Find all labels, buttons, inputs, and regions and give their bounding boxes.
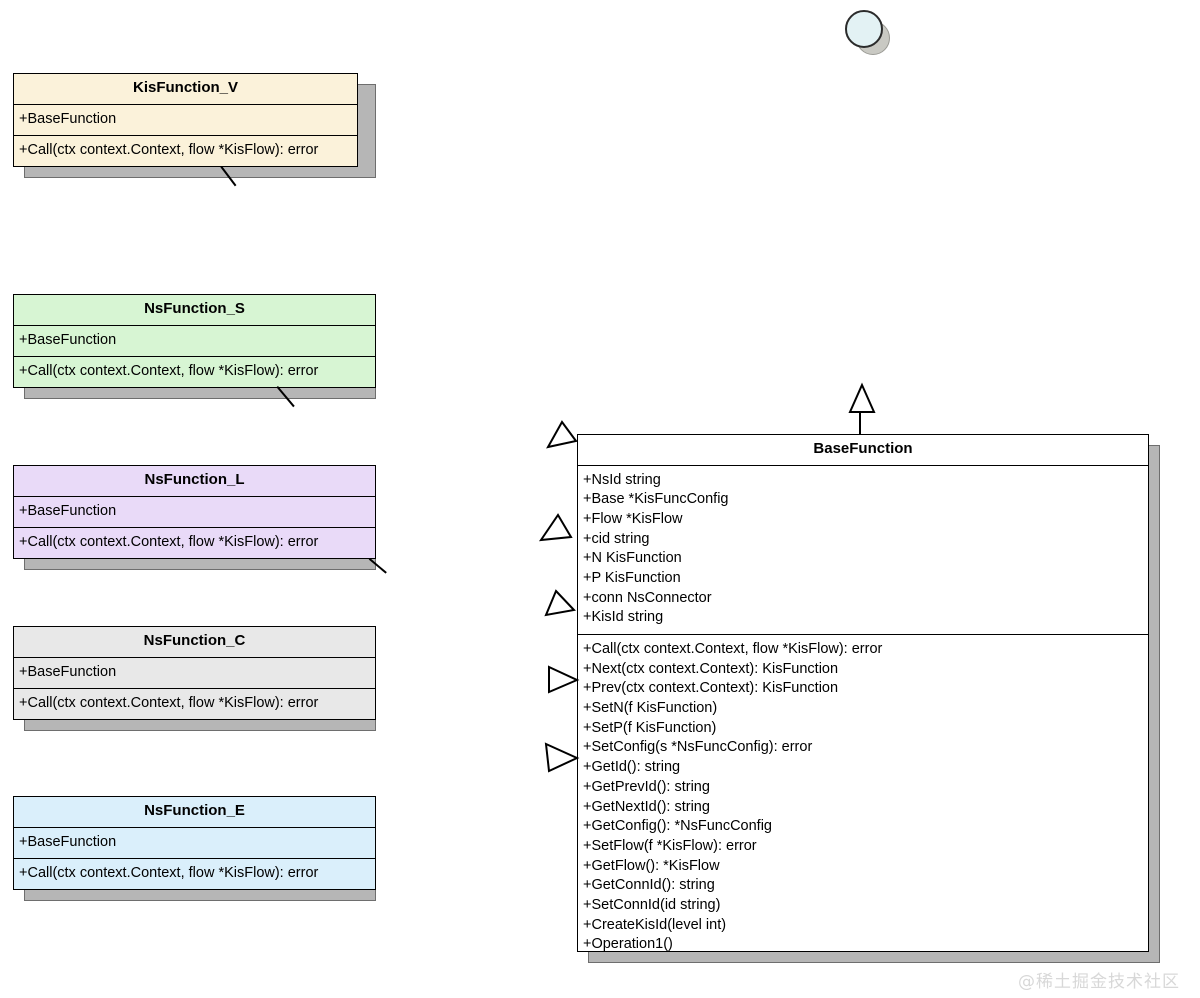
attribute-row: +NsId string [583, 471, 661, 488]
class-methods-nsfunction-l: +Call(ctx context.Context, flow *KisFlow… [14, 527, 375, 559]
method-row: +Call(ctx context.Context, flow *KisFlow… [19, 363, 319, 380]
class-box-nsfunction-l[interactable]: NsFunction_L +BaseFunction +Call(ctx con… [13, 465, 376, 559]
attribute-row: +Base *KisFuncConfig [583, 491, 729, 508]
method-row: +Prev(ctx context.Context): KisFunction [583, 680, 839, 697]
class-methods-kisfunction-v: +Call(ctx context.Context, flow *KisFlow… [14, 135, 357, 167]
method-row: +GetConfig(): *NsFuncConfig [583, 818, 772, 835]
method-row: +Next(ctx context.Context): KisFunction [583, 660, 839, 677]
class-title-basefunction: BaseFunction [578, 435, 1148, 466]
class-title-kisfunction-v: KisFunction_V [14, 74, 357, 105]
method-row: +SetP(f KisFunction) [583, 719, 717, 736]
class-attributes-kisfunction-v: +BaseFunction [14, 105, 357, 136]
method-row: +SetFlow(f *KisFlow): error [583, 837, 757, 854]
class-methods-basefunction: +Call(ctx context.Context, flow *KisFlow… [578, 634, 1148, 961]
inheritance-arrow-left-2 [538, 512, 574, 546]
class-title-nsfunction-l: NsFunction_L [14, 466, 375, 497]
class-title-nsfunction-c: NsFunction_C [14, 627, 375, 658]
method-row: +SetN(f KisFunction) [583, 700, 718, 717]
method-row: +Call(ctx context.Context, flow *KisFlow… [19, 695, 319, 712]
attribute-row: +BaseFunction [19, 833, 117, 850]
attribute-row: +BaseFunction [19, 663, 117, 680]
class-methods-nsfunction-c: +Call(ctx context.Context, flow *KisFlow… [14, 688, 375, 720]
class-methods-nsfunction-e: +Call(ctx context.Context, flow *KisFlow… [14, 858, 375, 890]
attribute-row: +BaseFunction [19, 110, 117, 127]
inheritance-arrow-left-4 [544, 664, 580, 696]
method-row: +GetNextId(): string [583, 798, 710, 815]
method-row: +GetFlow(): *KisFlow [583, 857, 720, 874]
class-box-nsfunction-e[interactable]: NsFunction_E +BaseFunction +Call(ctx con… [13, 796, 376, 890]
inheritance-arrow-left-1 [545, 419, 579, 453]
method-row: +CreateKisId(level int) [583, 916, 727, 933]
sphere-body-icon [845, 10, 883, 48]
class-attributes-nsfunction-e: +BaseFunction [14, 828, 375, 859]
attribute-row: +N KisFunction [583, 550, 682, 567]
method-row: +GetPrevId(): string [583, 778, 710, 795]
connector-stub-top [859, 412, 861, 434]
class-title-nsfunction-s: NsFunction_S [14, 295, 375, 326]
inheritance-arrow-top [847, 382, 877, 415]
method-row: +GetConnId(): string [583, 877, 715, 894]
method-row: +SetConfig(s *NsFuncConfig): error [583, 739, 813, 756]
sphere-icon [845, 10, 891, 56]
class-box-nsfunction-c[interactable]: NsFunction_C +BaseFunction +Call(ctx con… [13, 626, 376, 720]
class-attributes-nsfunction-l: +BaseFunction [14, 497, 375, 528]
attribute-row: +KisId string [583, 609, 664, 626]
attribute-row: +BaseFunction [19, 331, 117, 348]
class-title-nsfunction-e: NsFunction_E [14, 797, 375, 828]
attribute-row: +cid string [583, 530, 650, 547]
inheritance-arrow-left-5 [542, 740, 580, 774]
method-row: +Call(ctx context.Context, flow *KisFlow… [19, 142, 319, 159]
class-attributes-basefunction: +NsId string +Base *KisFuncConfig +Flow *K… [578, 466, 1148, 635]
attribute-row: +Flow *KisFlow [583, 510, 683, 527]
method-row: +Call(ctx context.Context, flow *KisFlow… [19, 534, 319, 551]
inheritance-arrow-left-3 [542, 588, 578, 620]
watermark: @稀土掘金技术社区 [1018, 972, 1180, 992]
class-attributes-nsfunction-c: +BaseFunction [14, 658, 375, 689]
method-row: +Operation1() [583, 936, 673, 953]
attribute-row: +P KisFunction [583, 569, 681, 586]
class-box-basefunction[interactable]: BaseFunction +NsId string +Base *KisFuncC… [577, 434, 1149, 952]
class-box-nsfunction-s[interactable]: NsFunction_S +BaseFunction +Call(ctx con… [13, 294, 376, 388]
class-methods-nsfunction-s: +Call(ctx context.Context, flow *KisFlow… [14, 356, 375, 388]
method-row: +GetId(): string [583, 759, 681, 776]
method-row: +Call(ctx context.Context, flow *KisFlow… [583, 641, 883, 657]
class-box-kisfunction-v[interactable]: KisFunction_V +BaseFunction +Call(ctx co… [13, 73, 358, 167]
method-row: +Call(ctx context.Context, flow *KisFlow… [19, 865, 319, 882]
attribute-row: +conn NsConnector [583, 589, 712, 606]
method-row: +SetConnId(id string) [583, 896, 721, 913]
attribute-row: +BaseFunction [19, 502, 117, 519]
class-attributes-nsfunction-s: +BaseFunction [14, 326, 375, 357]
